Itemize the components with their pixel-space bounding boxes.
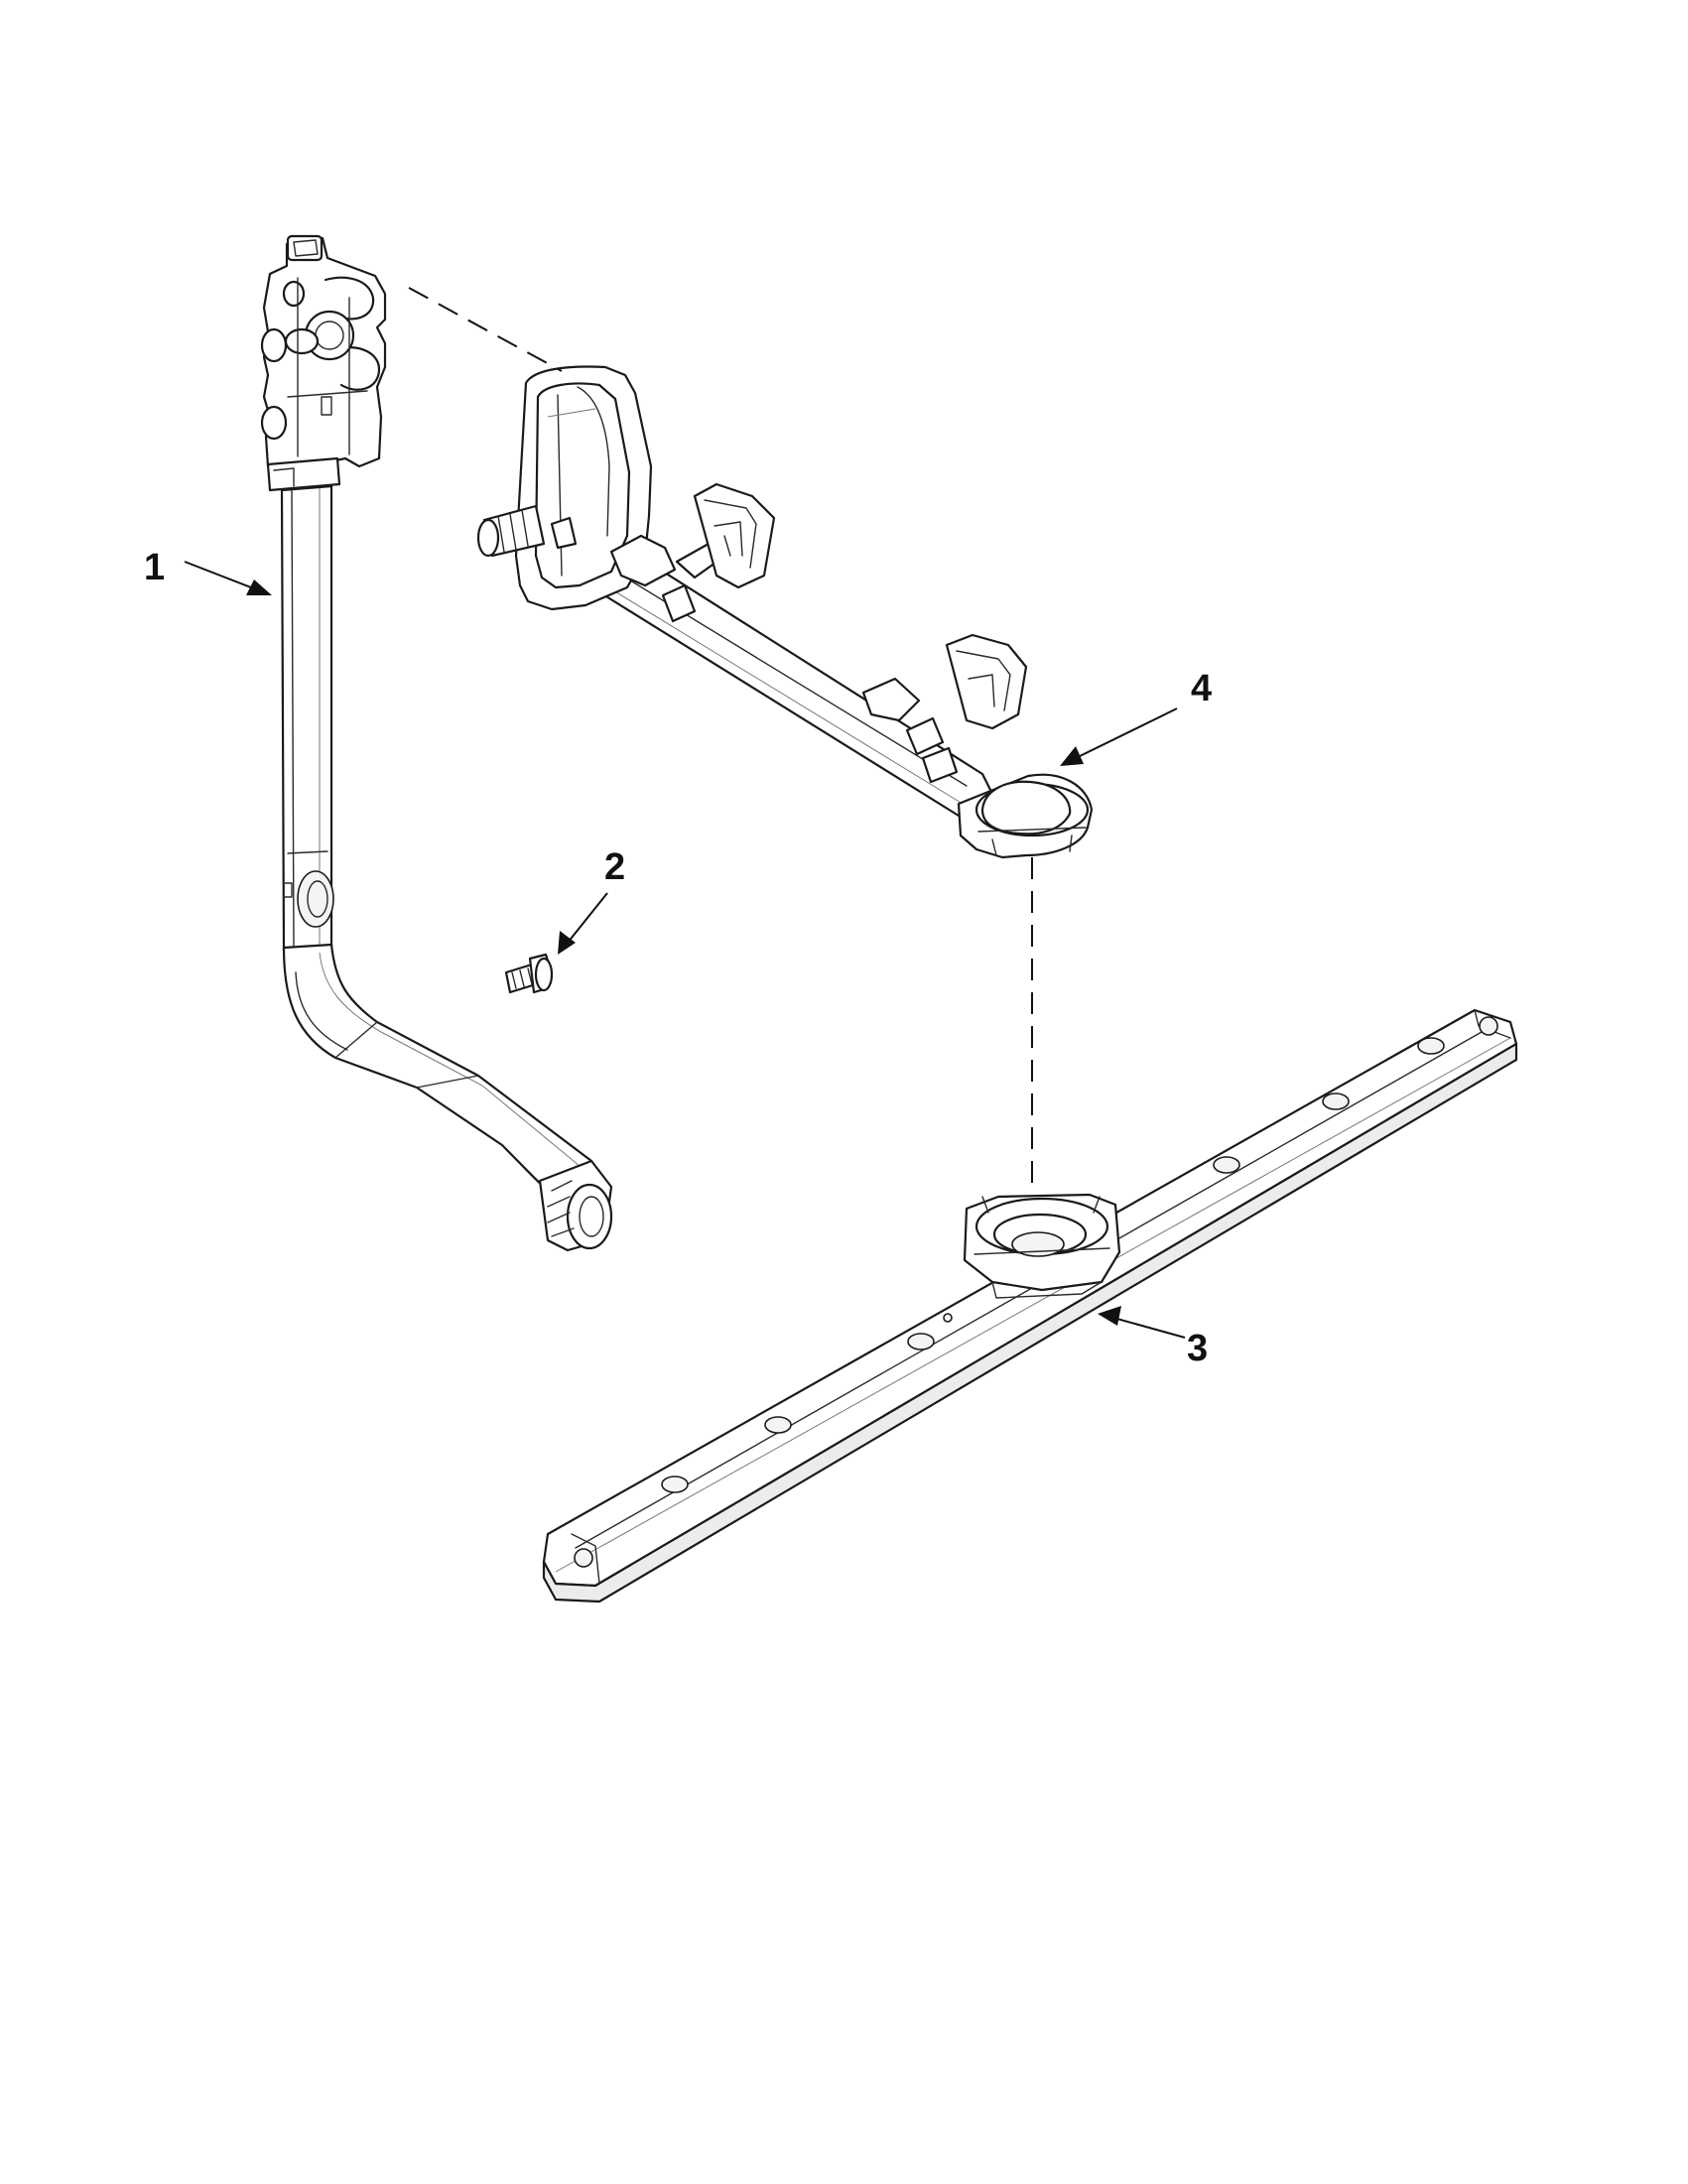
leader-1 bbox=[184, 561, 272, 595]
part-3-spray-arm[interactable] bbox=[542, 1008, 1518, 1604]
leader-3 bbox=[1098, 1306, 1186, 1339]
part-4-upper-manifold[interactable] bbox=[476, 365, 1094, 859]
part-2-screw[interactable] bbox=[504, 953, 554, 994]
dash-line-1-to-4 bbox=[408, 287, 563, 372]
leader-4 bbox=[1060, 707, 1178, 766]
assembly-lines bbox=[408, 287, 1033, 1193]
callout-1: 1 bbox=[144, 547, 165, 588]
callout-3: 3 bbox=[1187, 1328, 1208, 1369]
leader-2 bbox=[558, 892, 608, 955]
callout-2: 2 bbox=[604, 846, 625, 888]
callout-4: 4 bbox=[1191, 668, 1212, 709]
part-1-supply-tube[interactable] bbox=[260, 234, 613, 1252]
